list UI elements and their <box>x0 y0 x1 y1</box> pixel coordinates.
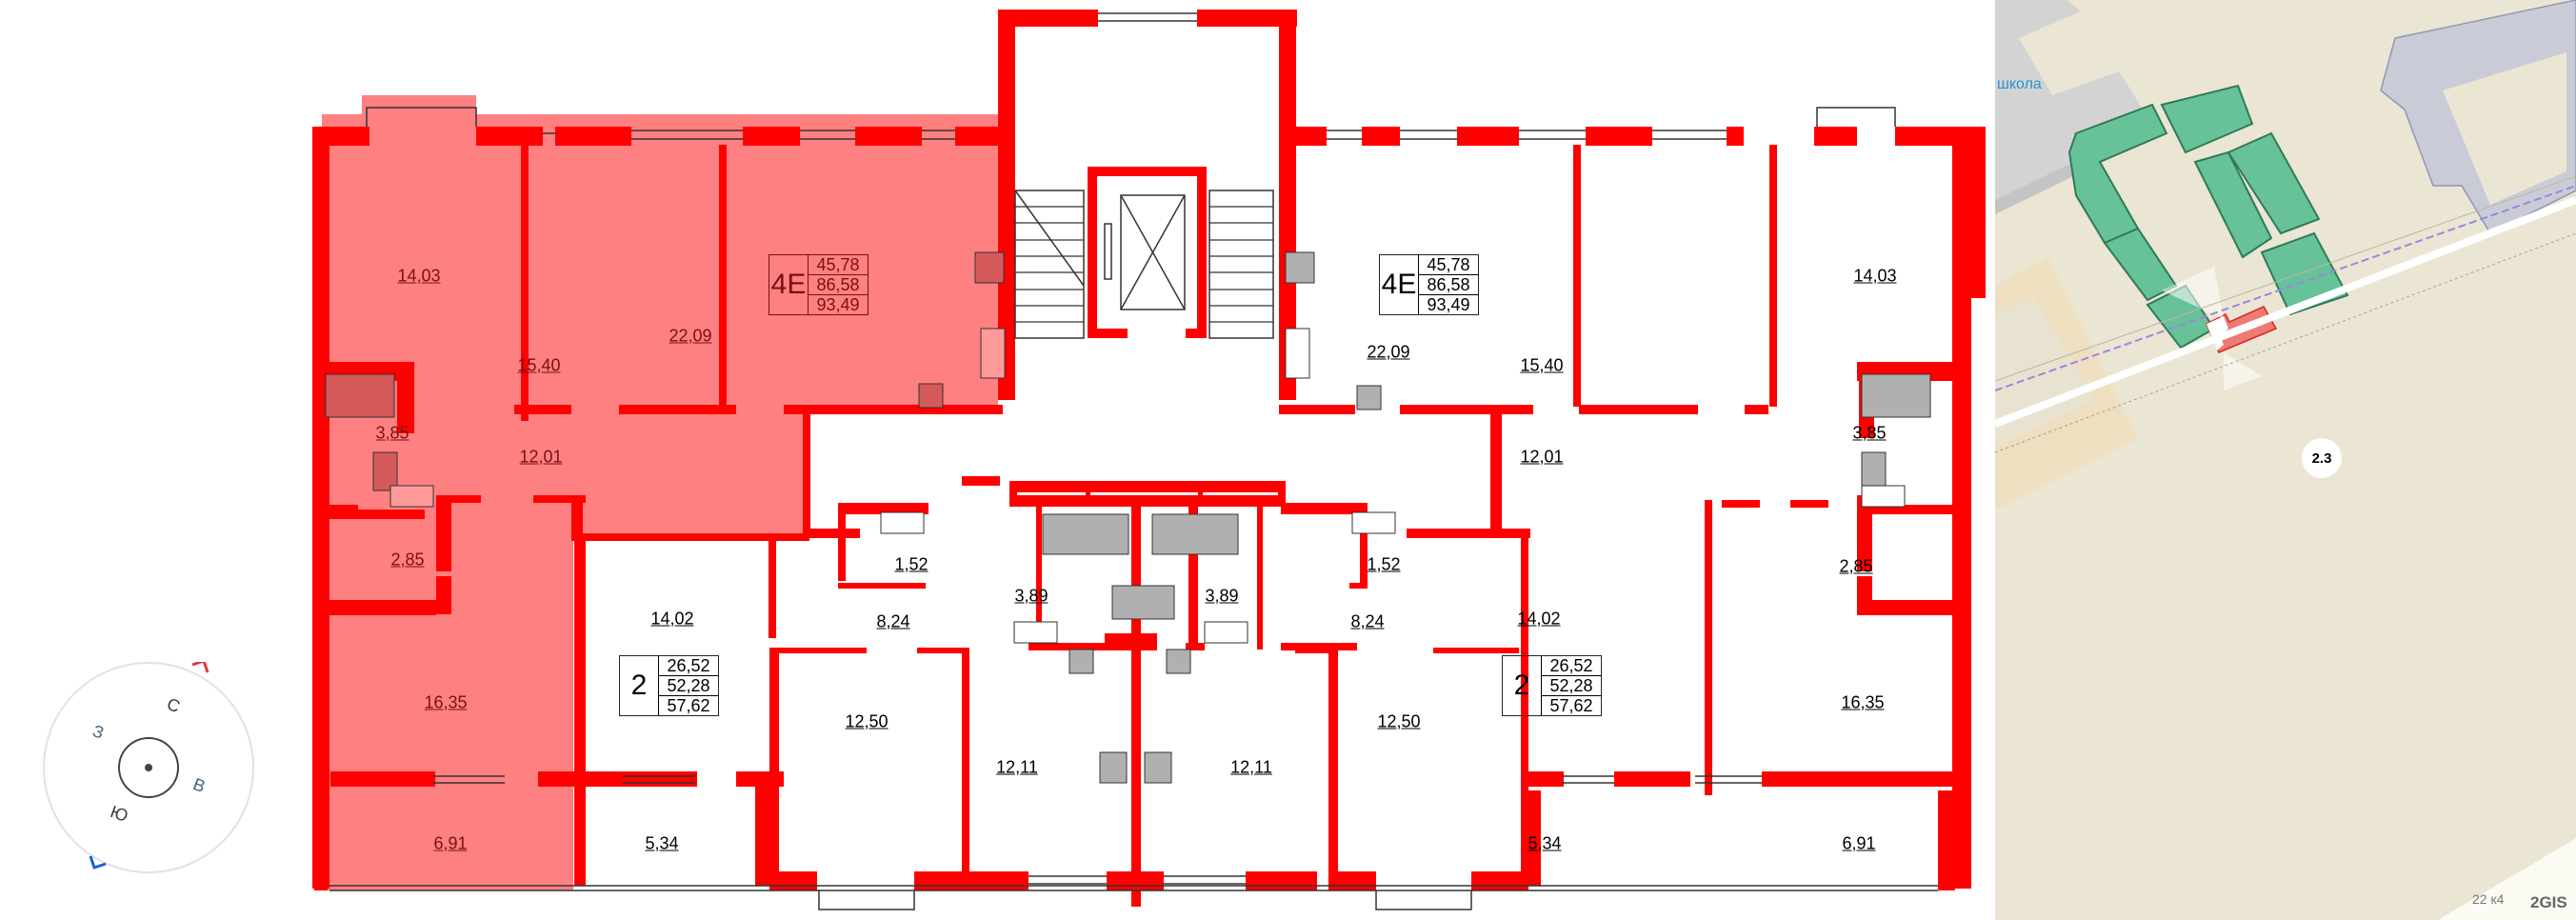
room-area: 12,50 <box>1377 711 1421 731</box>
room-area: 6,91 <box>1842 833 1876 853</box>
washer-icon <box>1861 451 1887 491</box>
sink-icon <box>1356 385 1382 410</box>
radiator-icon <box>1204 621 1248 644</box>
bathtub-icon <box>325 373 395 418</box>
apartment-type: 4E <box>1380 255 1419 314</box>
bathtub-icon <box>1151 513 1239 555</box>
living-area: 45,78 <box>809 255 868 275</box>
map-label-school[interactable]: школа <box>1997 76 2042 92</box>
selected-apartment-highlight[interactable] <box>322 95 998 890</box>
sink-icon <box>1068 649 1094 674</box>
room-area: 12,11 <box>1230 757 1272 777</box>
room-area: 16,35 <box>424 692 468 712</box>
room-area: 15,40 <box>1520 355 1564 375</box>
room-area: 14,02 <box>1517 609 1561 629</box>
total-area: 86,58 <box>809 275 868 295</box>
windows <box>329 12 1938 910</box>
room-area: 12,01 <box>1520 447 1564 467</box>
compass: С З В Ю <box>43 662 254 873</box>
room-area: 3,89 <box>1205 586 1239 606</box>
washer-icon <box>372 451 398 491</box>
room-area: 16,35 <box>1841 692 1885 712</box>
total-area-with-balcony: 93,49 <box>816 295 860 314</box>
total-area-with-balcony: 57,62 <box>1549 696 1593 715</box>
location-map[interactable]: школа 2.3 22 к4 2GIS <box>1995 0 2576 920</box>
bathtub-icon <box>1042 513 1129 555</box>
living-area: 26,52 <box>659 656 718 676</box>
fixtures <box>325 251 1931 784</box>
apartment-type: 2 <box>620 656 659 715</box>
room-area: 8,24 <box>1350 611 1385 631</box>
stove-icon <box>1099 751 1128 784</box>
apartment-card-left-4e[interactable]: 4E 45,78 86,58 93,49 <box>769 254 869 315</box>
room-area: 8,24 <box>876 611 910 631</box>
room-area: 22,09 <box>1367 342 1410 362</box>
north-marker-icon <box>191 662 210 673</box>
room-area: 5,34 <box>645 833 679 853</box>
total-area: 86,58 <box>1419 275 1478 295</box>
stove-icon <box>974 251 1005 284</box>
radiator-icon <box>1351 511 1396 534</box>
total-area: 52,28 <box>1542 676 1601 696</box>
room-area: 12,11 <box>996 757 1038 777</box>
radiator-icon <box>880 511 925 534</box>
floor-plan: 14,03 15,40 22,09 3,85 12,01 2,85 16,35 … <box>43 10 1986 910</box>
total-area-with-balcony: 57,62 <box>667 696 710 715</box>
room-area: 14,03 <box>1853 266 1897 286</box>
room-area: 3,85 <box>375 423 409 443</box>
bathtub-icon <box>1861 373 1931 418</box>
radiator-icon <box>1013 621 1058 644</box>
map-logo[interactable]: 2GIS <box>2530 893 2567 911</box>
apartment-type: 2 <box>1503 656 1542 715</box>
map-canvas <box>1995 0 2576 920</box>
room-area: 3,89 <box>1014 586 1048 606</box>
room-area: 14,02 <box>650 609 694 629</box>
room-area: 2,85 <box>1839 556 1873 576</box>
apartment-card-left-2[interactable]: 2 26,52 52,28 57,62 <box>619 655 719 716</box>
apartment-type: 4E <box>769 255 809 314</box>
room-area: 2,85 <box>390 550 425 570</box>
radiator-icon <box>980 328 1006 379</box>
room-area: 22,09 <box>669 326 712 346</box>
room-area: 5,34 <box>1528 833 1562 853</box>
total-area-with-balcony: 93,49 <box>1427 295 1470 314</box>
walls <box>312 10 1986 907</box>
floor-plan-drawing <box>312 10 1986 910</box>
apartment-card-right-2[interactable]: 2 26,52 52,28 57,62 <box>1502 655 1602 716</box>
stove-icon <box>1144 751 1172 784</box>
sink-icon <box>918 383 944 409</box>
map-building-badge[interactable]: 2.3 <box>2302 438 2342 478</box>
radiator-icon <box>1285 328 1310 379</box>
room-area: 3,85 <box>1852 423 1887 443</box>
room-area: 1,52 <box>1367 554 1401 574</box>
room-area: 6,91 <box>433 833 468 853</box>
stair-steps <box>1015 206 1273 323</box>
stove-icon <box>1285 251 1315 284</box>
room-area: 14,03 <box>397 266 441 286</box>
map-address-label: 22 к4 <box>2472 891 2505 907</box>
living-area: 45,78 <box>1419 255 1478 275</box>
radiator-icon <box>389 485 434 508</box>
total-area: 52,28 <box>659 676 718 696</box>
living-area: 26,52 <box>1542 656 1601 676</box>
room-area: 1,52 <box>894 554 929 574</box>
washer-icon <box>1111 585 1175 620</box>
apartment-card-right-4e[interactable]: 4E 45,78 86,58 93,49 <box>1379 254 1479 315</box>
room-area: 12,50 <box>845 711 889 731</box>
room-area: 12,01 <box>519 447 563 467</box>
sink-icon <box>1166 649 1191 674</box>
south-marker-icon <box>89 855 107 870</box>
room-area: 15,40 <box>517 355 561 375</box>
radiator-icon <box>1861 485 1906 508</box>
compass-ring <box>43 662 254 873</box>
